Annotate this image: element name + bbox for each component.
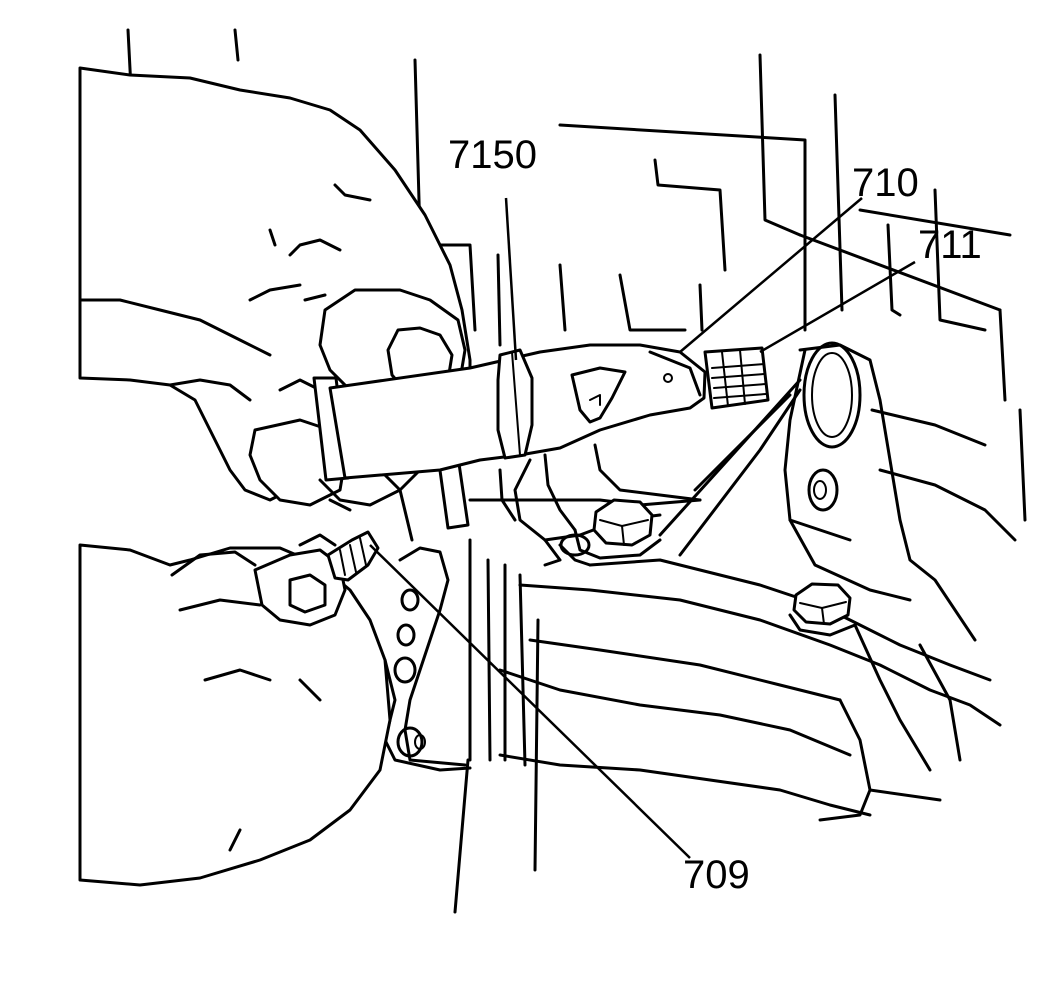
callout-labels: 7150 710 711 709 [448, 133, 982, 897]
leader-7150 [504, 197, 518, 361]
lower-hand [78, 533, 392, 887]
tool-7150 [312, 343, 707, 567]
part-709-ring [326, 530, 380, 582]
transmission-housing [126, 28, 1027, 914]
bolt-lower [788, 582, 857, 637]
callout-709: 709 [683, 853, 750, 897]
part-711-seal [703, 346, 770, 410]
leader-711 [759, 260, 916, 354]
leader-710 [679, 197, 863, 353]
callout-710: 710 [852, 161, 919, 205]
leader-lines [369, 197, 916, 859]
callout-711: 711 [918, 223, 982, 267]
callout-7150: 7150 [448, 133, 537, 177]
leader-709 [369, 544, 691, 859]
bolt-upper [558, 498, 662, 567]
